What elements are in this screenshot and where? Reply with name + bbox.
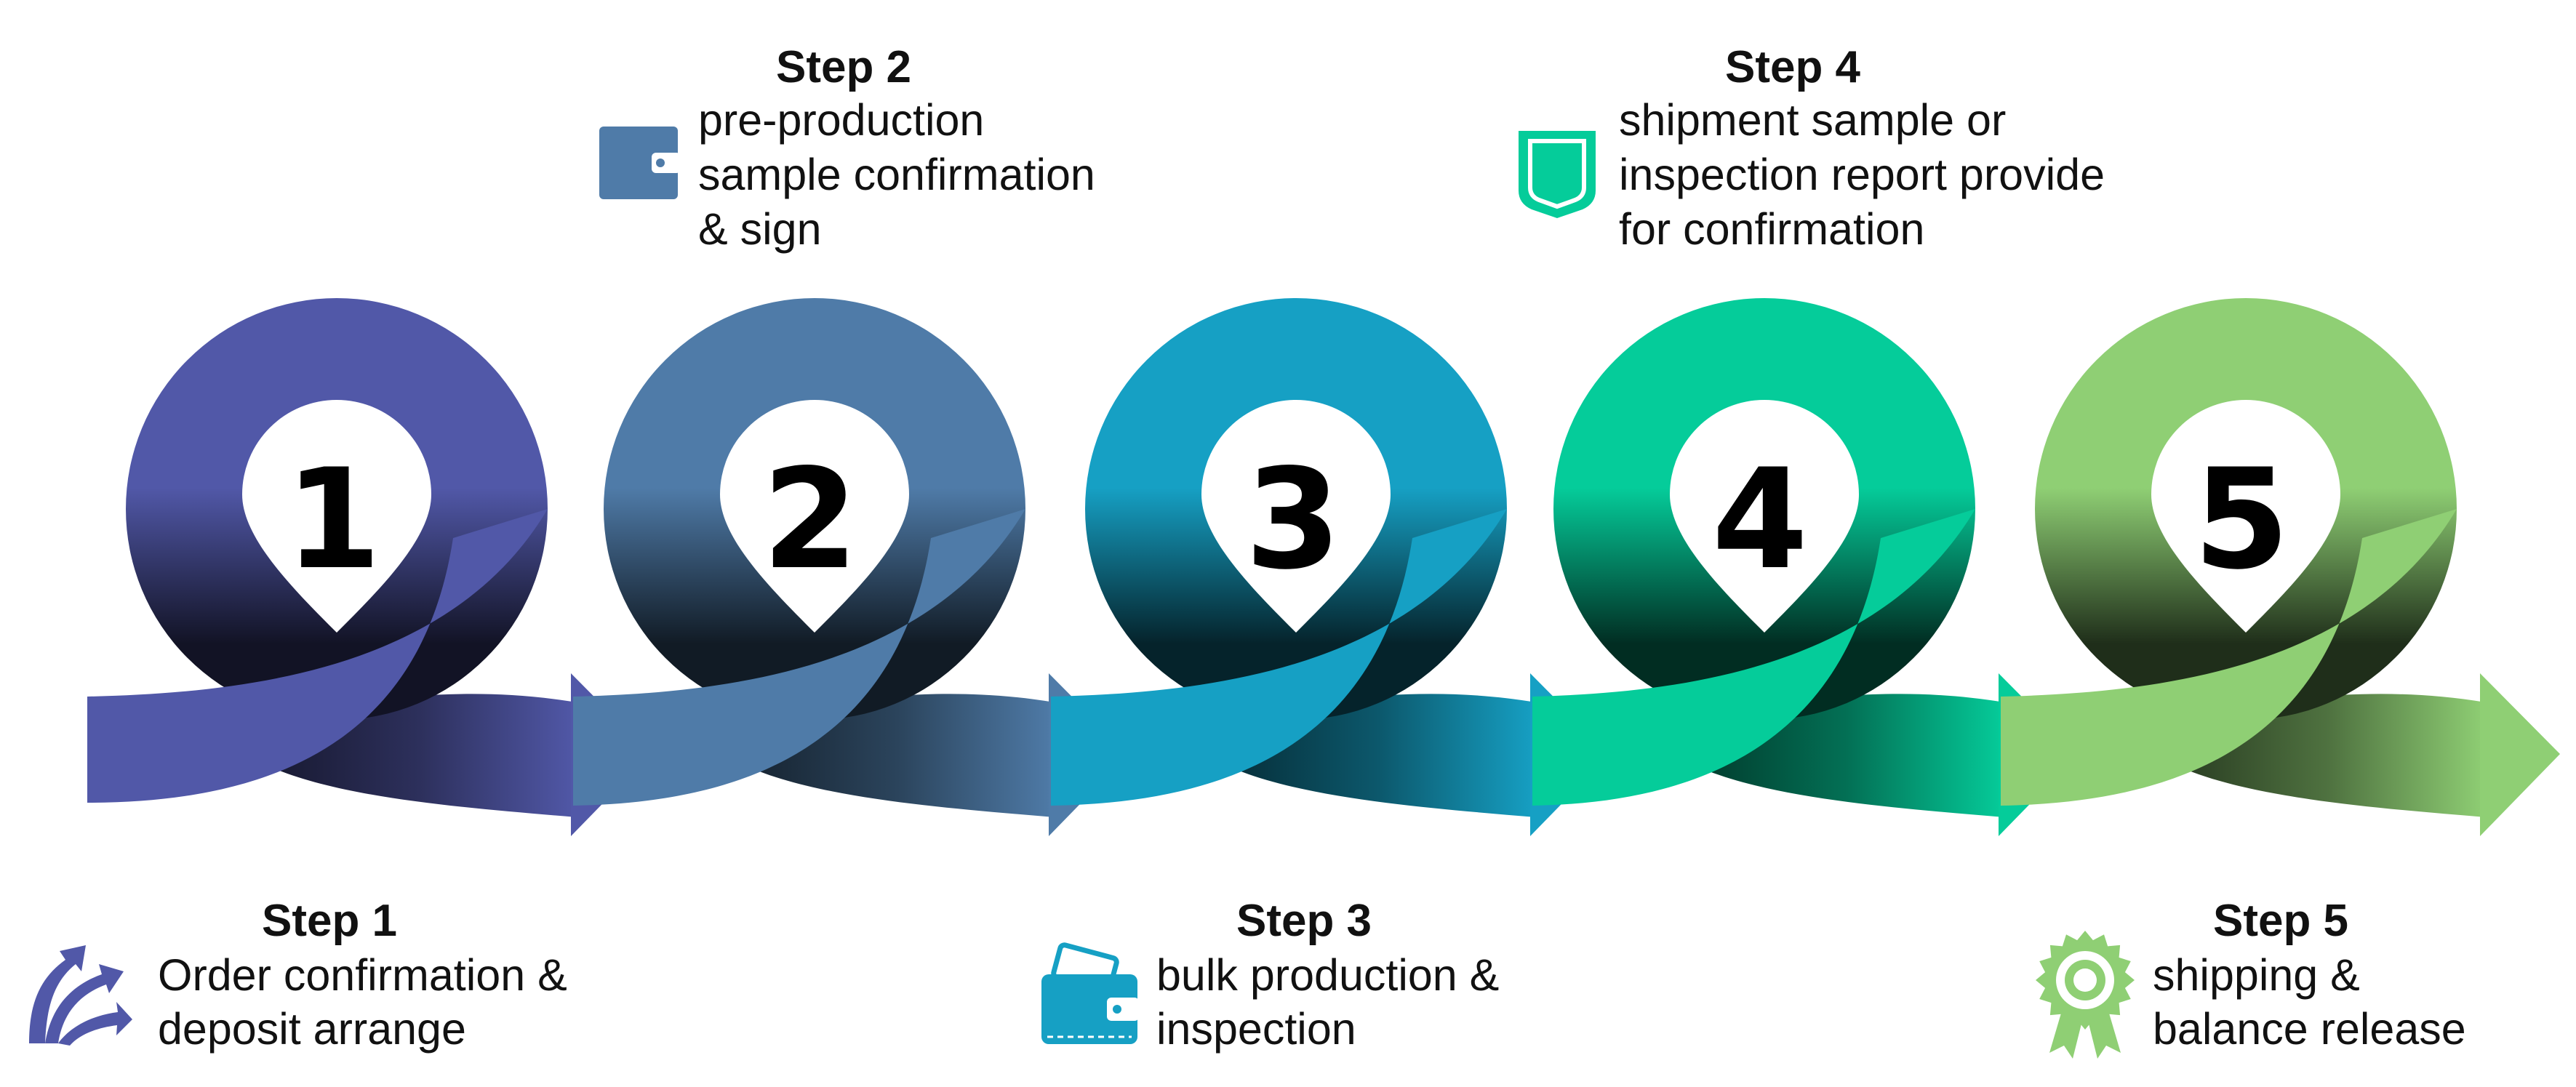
step-1-desc-line-2: deposit arrange	[158, 1004, 466, 1054]
step-3-desc-line-1: bulk production &	[1156, 950, 1499, 1000]
step-2-desc-line-2: sample confirmation	[698, 150, 1095, 199]
step-1-title: Step 1	[262, 896, 397, 946]
step-4-title: Step 4	[1725, 42, 1861, 92]
wallet-with-card-icon	[1041, 942, 1139, 1044]
step-5-block: Step 5 shipping & balance release	[2036, 896, 2466, 1059]
step-5-desc-line-2: balance release	[2153, 1004, 2466, 1054]
step-4-desc-line-1: shipment sample or	[1619, 95, 2006, 145]
branching-arrows-icon	[29, 945, 132, 1046]
step-3-block: Step 3 bulk production & inspection	[1041, 896, 1499, 1054]
shield-icon	[1519, 131, 1596, 218]
step-2-desc-line-1: pre-production	[698, 95, 984, 145]
step-3-desc-line-2: inspection	[1156, 1004, 1356, 1054]
step-1-desc-line-1: Order confirmation &	[158, 950, 567, 1000]
wallet-icon	[599, 127, 681, 199]
step-4-ribbon-front	[1532, 509, 1975, 806]
ribbon-loops	[87, 298, 2560, 836]
step-4-desc-line-3: for confirmation	[1619, 204, 1924, 254]
step-1-block: Step 1 Order confirmation & deposit arra…	[29, 896, 567, 1054]
step-4-desc-line-2: inspection report provide	[1619, 150, 2105, 199]
step-1-number: 1	[285, 439, 381, 600]
step-3-number: 3	[1245, 439, 1341, 600]
step-3-ribbon-front	[1051, 509, 1507, 806]
step-5-desc-line-1: shipping &	[2153, 950, 2360, 1000]
step-5-title: Step 5	[2213, 896, 2348, 946]
step-1-ribbon-front	[87, 509, 548, 803]
step-5-arrow-head	[2480, 673, 2560, 836]
step-2-ribbon-front	[573, 509, 1025, 806]
step-numbers: 1 2 3 4 5	[285, 439, 2289, 600]
step-5-ribbon-front	[2001, 509, 2457, 806]
award-badge-icon	[2036, 931, 2135, 1059]
step-3-title: Step 3	[1236, 896, 1372, 946]
step-2-desc-line-3: & sign	[698, 204, 822, 254]
step-5-number: 5	[2193, 439, 2289, 600]
step-2-title: Step 2	[776, 42, 911, 92]
step-2-number: 2	[762, 439, 858, 600]
step-2-block: Step 2 pre-production sample confirmatio…	[599, 42, 1095, 254]
step-4-number: 4	[1712, 439, 1808, 600]
step-4-block: Step 4 shipment sample or inspection rep…	[1519, 42, 2105, 254]
